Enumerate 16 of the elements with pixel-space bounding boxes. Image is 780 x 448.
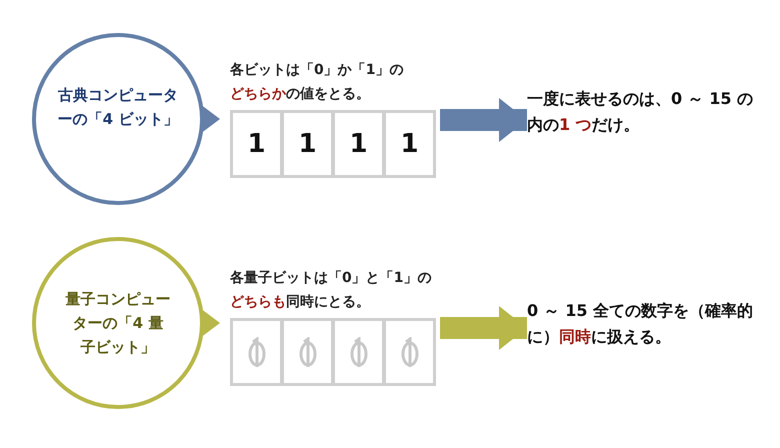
result-text: 一度に表せるのは、0 ～ 15 の内の1 つだけ。: [527, 86, 767, 142]
bit-cell: [332, 318, 385, 386]
bubble-title: 古典コンピューターの「4 ビット」: [56, 85, 180, 130]
result-text: 0 ～ 15 全ての数字を（確率的に）同時に扱える。: [527, 298, 767, 354]
description-text: 各量子ビットは「0」と「1」のどちらも同時にとる。: [230, 269, 432, 312]
bit-cell: 1: [383, 110, 436, 178]
bit-cell: [230, 318, 283, 386]
bit-cell: [383, 318, 436, 386]
block-arrow: [440, 306, 527, 350]
bit-cell: 1: [230, 110, 283, 178]
bit-cell: 1: [281, 110, 334, 178]
description-text: 各ビットは「0」か「1」のどちらかの値をとる。: [230, 61, 404, 104]
bubble-title: 量子コンピューターの「4 量子ビット」: [64, 289, 172, 358]
bit-cell: [281, 318, 334, 386]
bit-cell: 1: [332, 110, 385, 178]
block-arrow: [440, 98, 527, 142]
